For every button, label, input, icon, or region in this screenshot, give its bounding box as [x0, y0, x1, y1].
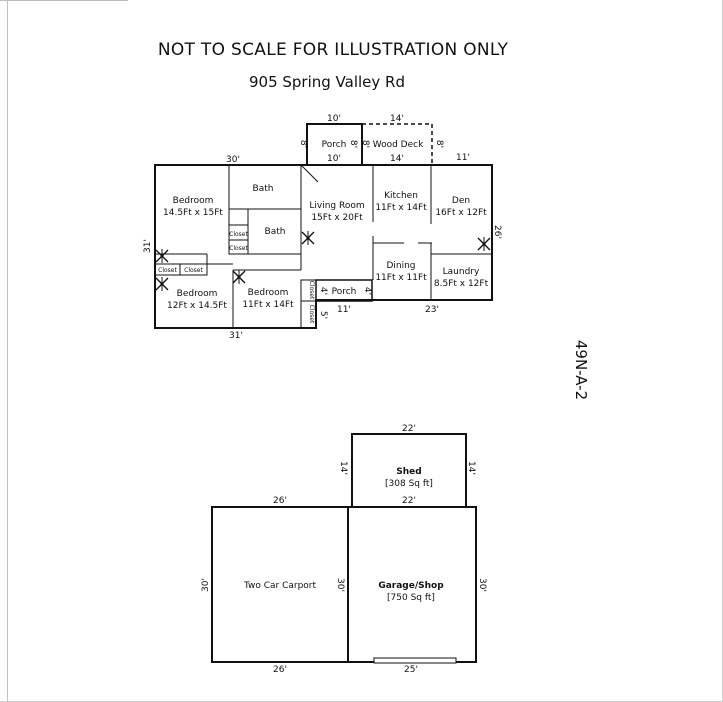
dim-porch-right: 8'	[348, 140, 358, 148]
closet-label: Closet	[229, 231, 248, 238]
room-label-wood-deck: Wood Deck	[373, 140, 424, 150]
room-size-living-room: 15Ft x 20Ft	[311, 213, 363, 223]
ceiling-fan-icon	[301, 230, 315, 246]
dim-bottom-mid: 11'	[337, 305, 351, 315]
room-label-laundry: Laundry	[443, 267, 480, 277]
closet-label: Closet	[184, 267, 203, 274]
dim-deck-left: 8'	[360, 140, 370, 148]
room-label-rear-porch: Porch	[332, 287, 357, 297]
room-label-bedroom-s: Bedroom	[248, 288, 289, 298]
dim-porch-bottom: 10'	[327, 154, 341, 164]
dim-shed-right: 14'	[466, 461, 476, 475]
room-label-front-porch: Porch	[322, 140, 347, 150]
dim-deck-top: 14'	[390, 114, 404, 124]
dim-shed-bottom: 22'	[402, 496, 416, 506]
room-label-bedroom-nw: Bedroom	[173, 196, 214, 206]
room-label-living-room: Living Room	[309, 201, 364, 211]
garage-label: Garage/Shop	[378, 581, 444, 591]
carport-label: Two Car Carport	[243, 581, 317, 591]
room-size-laundry: 8.5Ft x 12Ft	[434, 279, 489, 289]
dim-right-side: 26'	[492, 225, 502, 239]
ceiling-fan-icon	[155, 276, 169, 292]
room-label-den: Den	[452, 196, 470, 206]
dim-carport-left: 30'	[201, 578, 211, 592]
room-label-bath-2: Bath	[265, 227, 286, 237]
dim-deck-right: 8'	[434, 140, 444, 148]
dim-shed-left: 14'	[338, 461, 348, 475]
dim-left-side: 31'	[143, 239, 153, 253]
closet-label: Closet	[308, 305, 315, 324]
room-size-kitchen: 11Ft x 14Ft	[375, 203, 427, 213]
dim-rear-porch-right: 4'	[362, 287, 372, 295]
house-plan	[154, 123, 493, 329]
ceiling-fan-icon	[477, 236, 491, 252]
room-size-bedroom-sw: 12Ft x 14.5Ft	[167, 301, 227, 311]
closet-box	[179, 263, 208, 276]
dim-carport-top: 26'	[273, 496, 287, 506]
closet-label: Closet	[308, 281, 315, 300]
closet-box	[300, 300, 317, 329]
dim-top-left: 30'	[226, 155, 240, 165]
wall	[300, 164, 319, 183]
room-label-kitchen: Kitchen	[384, 191, 418, 201]
room-size-bedroom-s: 11Ft x 14Ft	[242, 300, 294, 310]
wood-deck-outline	[362, 123, 433, 165]
dim-garage-left: 30'	[335, 578, 345, 592]
dim-deck-bottom: 14'	[390, 154, 404, 164]
dim-top-right: 11'	[456, 153, 470, 163]
dim-porch-left: 8'	[298, 140, 308, 148]
rear-porch-outline	[315, 279, 373, 302]
garage-door	[373, 657, 457, 664]
room-label-dining: Dining	[386, 261, 415, 271]
dim-carport-bottom: 26'	[273, 665, 287, 675]
ceiling-fan-icon	[232, 269, 246, 285]
dim-bottom-right: 23'	[425, 305, 439, 315]
property-address: 905 Spring Valley Rd	[248, 73, 405, 91]
room-size-bedroom-nw: 14.5Ft x 15Ft	[163, 208, 223, 218]
dim-bottom-left: 31'	[229, 331, 243, 341]
room-size-den: 16Ft x 12Ft	[435, 208, 487, 218]
page-frame-left	[0, 0, 8, 702]
page-frame-top	[0, 0, 128, 1]
closet-label: Closet	[158, 267, 177, 274]
shed-area: [308 Sq ft]	[385, 479, 433, 489]
room-label-bath-1: Bath	[253, 184, 274, 194]
room-size-dining: 11Ft x 11Ft	[375, 273, 427, 283]
dim-garage-right: 30'	[477, 578, 487, 592]
closet-label: Closet	[229, 245, 248, 252]
parcel-id: 49N-A-2	[572, 340, 590, 400]
dim-garage-bottom: 25'	[404, 665, 418, 675]
ceiling-fan-icon	[155, 248, 169, 264]
garage-area: [750 Sq ft]	[387, 593, 435, 603]
dim-rear-step: 5'	[318, 311, 328, 319]
room-label-bedroom-sw: Bedroom	[177, 289, 218, 299]
dim-rear-porch-left: 4'	[318, 287, 328, 295]
dim-shed-top: 22'	[402, 424, 416, 434]
disclaimer-title: NOT TO SCALE FOR ILLUSTRATION ONLY	[157, 40, 509, 60]
shed-label: Shed	[396, 467, 421, 477]
dim-porch-top: 10'	[327, 114, 341, 124]
